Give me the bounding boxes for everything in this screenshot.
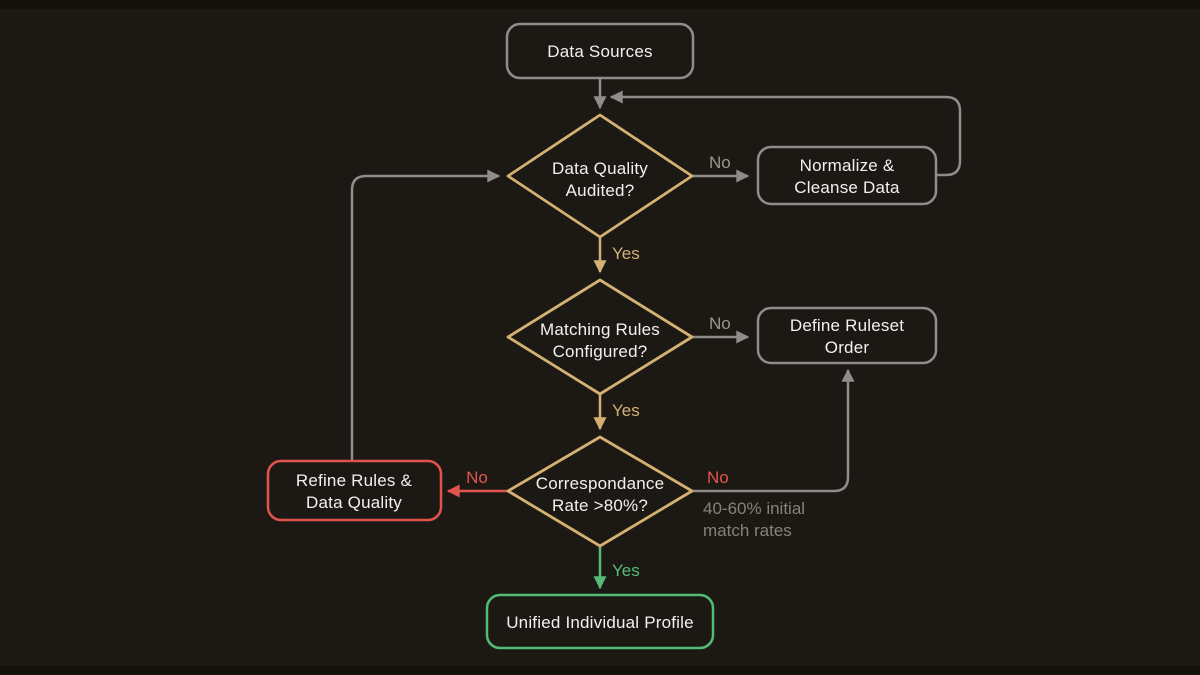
node-normalize-cleanse: Normalize & Cleanse Data (756, 145, 938, 206)
correspondance-rate-diamond (506, 435, 694, 548)
define-ruleset-label-line2: Order (825, 338, 870, 357)
edge-label-matching-no: No (709, 314, 731, 333)
node-unified-profile: Unified Individual Profile (485, 593, 715, 650)
edge-label-rate-yes: Yes (612, 561, 640, 580)
data-sources-label: Data Sources (547, 42, 652, 61)
matching-rules-label-line1: Matching Rules (540, 320, 660, 339)
matching-rules-diamond (506, 278, 694, 396)
edge-label-rate-no-left: No (466, 468, 488, 487)
matching-rules-label-line2: Configured? (553, 342, 648, 361)
correspondance-rate-label-line1: Correspondance (536, 474, 665, 493)
normalize-cleanse-label-line1: Normalize & (800, 156, 895, 175)
node-data-quality-audited: Data Quality Audited? (506, 113, 694, 239)
node-matching-rules: Matching Rules Configured? (506, 278, 694, 396)
edge-normalize-loopback (609, 90, 962, 177)
data-quality-audited-diamond (506, 113, 694, 239)
edge-label-audited-yes: Yes (612, 244, 640, 263)
refine-rules-label-line1: Refine Rules & (296, 471, 413, 490)
node-define-ruleset: Define Ruleset Order (756, 306, 938, 365)
define-ruleset-label-line1: Define Ruleset (790, 316, 904, 335)
annotation-match-rates-line2: match rates (703, 521, 792, 540)
node-data-sources: Data Sources (505, 22, 695, 80)
letterbox-top (0, 0, 1200, 9)
normalize-cleanse-box (756, 145, 938, 206)
correspondance-rate-label-line2: Rate >80%? (552, 496, 648, 515)
refine-rules-label-line2: Data Quality (306, 493, 402, 512)
refine-rules-box (266, 459, 443, 522)
define-ruleset-box (756, 306, 938, 365)
edge-label-matching-yes: Yes (612, 401, 640, 420)
edge-refine-loopback (350, 169, 501, 461)
node-refine-rules: Refine Rules & Data Quality (266, 459, 443, 522)
edge-label-rate-no-right: No (707, 468, 729, 487)
data-sources-box (505, 22, 695, 80)
unified-profile-box (485, 593, 715, 650)
edge-label-audited-no: No (709, 153, 731, 172)
normalize-cleanse-label-line2: Cleanse Data (794, 178, 900, 197)
annotation-match-rates-line1: 40-60% initial (703, 499, 805, 518)
unified-profile-label: Unified Individual Profile (506, 613, 694, 632)
letterbox-bottom (0, 666, 1200, 675)
edge-rate-no-right (692, 368, 855, 493)
data-quality-audited-label-line1: Data Quality (552, 159, 648, 178)
node-correspondance-rate: Correspondance Rate >80%? (506, 435, 694, 548)
data-quality-audited-label-line2: Audited? (566, 181, 635, 200)
